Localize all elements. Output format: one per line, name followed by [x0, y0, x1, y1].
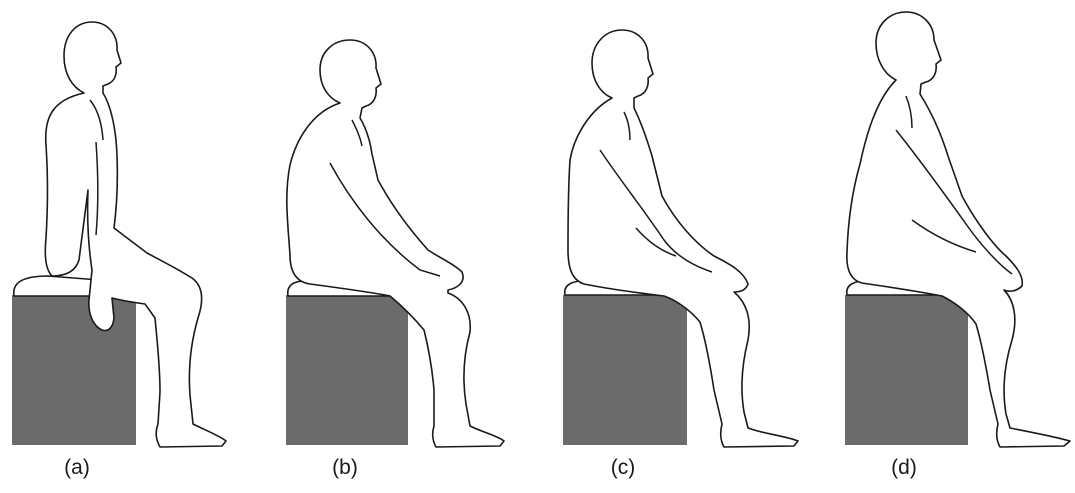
panel-label-c: (c): [593, 456, 653, 480]
panel-d: [845, 12, 1070, 447]
panel-label-d: (d): [874, 456, 934, 480]
panel-label-a: (a): [47, 456, 107, 480]
panel-a: [12, 22, 226, 447]
stool-a: [12, 295, 136, 445]
stool-d: [845, 295, 968, 445]
stool-c: [563, 295, 687, 445]
panel-b: [286, 40, 504, 447]
stool-b: [286, 295, 408, 445]
panel-label-b: (b): [315, 456, 375, 480]
panel-c: [563, 30, 798, 447]
